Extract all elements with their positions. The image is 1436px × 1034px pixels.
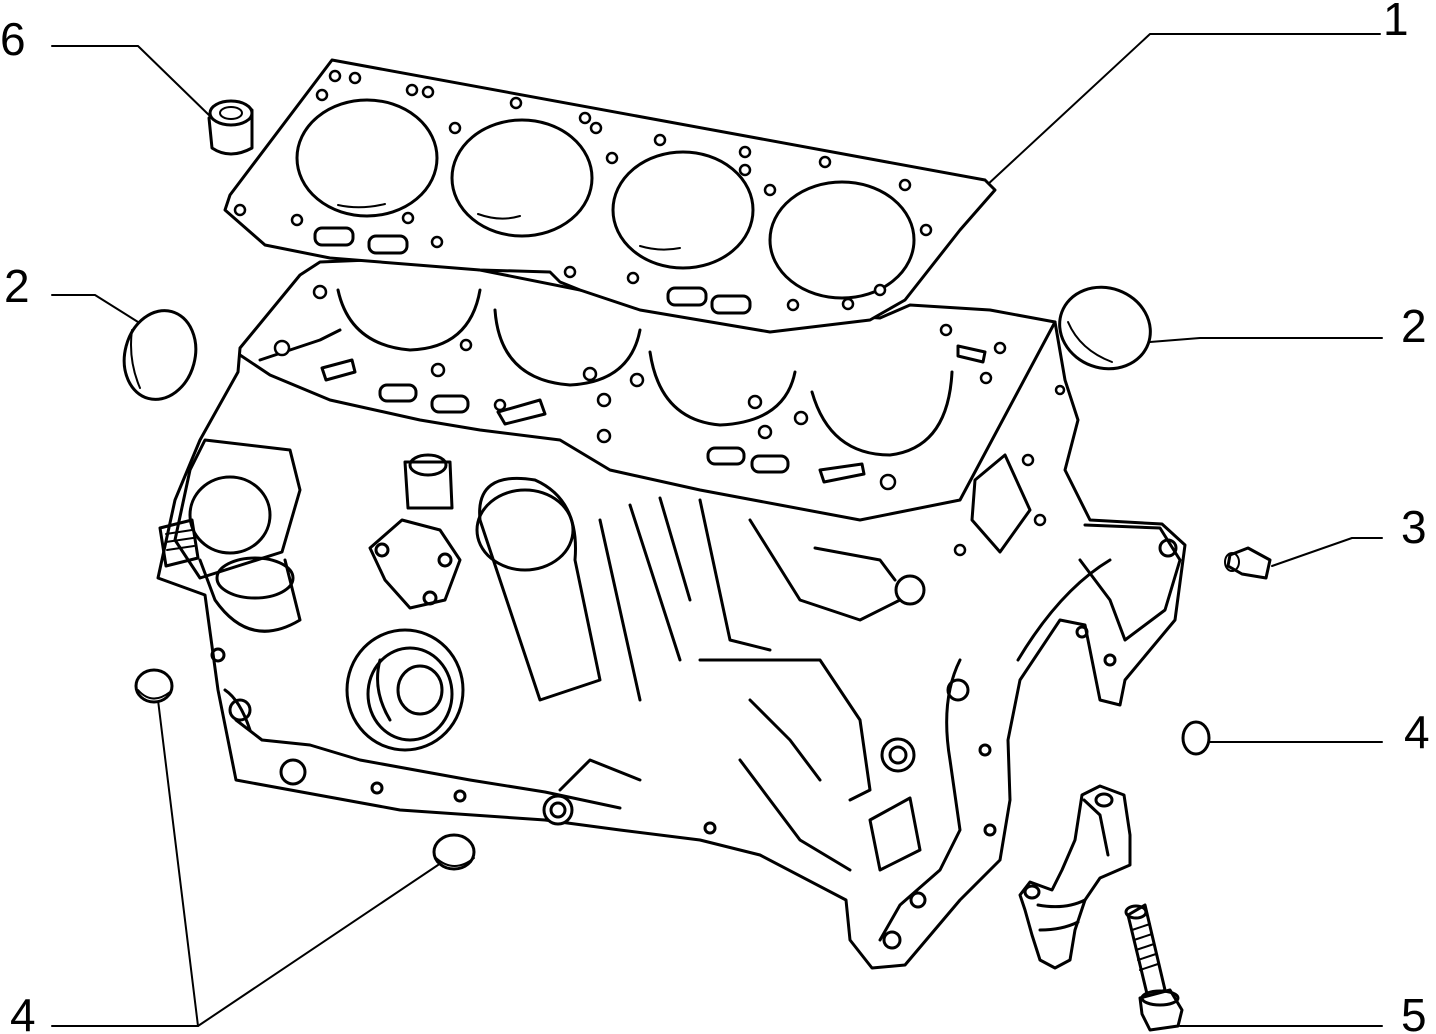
callout-5: 5 (1179, 989, 1427, 1034)
deck-bolt-holes (273, 284, 1066, 557)
callout-4-right: 4 (1209, 706, 1430, 758)
gasket-bolt-holes (233, 69, 933, 312)
callout-2-left: 2 (4, 260, 139, 323)
callout-label-2-right: 2 (1401, 300, 1427, 352)
leader-line-4-bottom-b (157, 699, 199, 1027)
small-plug-left-part-4 (134, 668, 174, 704)
leader-line-1 (985, 33, 1381, 187)
engine-block (156, 256, 1187, 970)
callout-1: 1 (985, 0, 1409, 187)
seal-plug-right-part-2 (1058, 285, 1152, 371)
leader-line-6 (51, 45, 213, 119)
callout-label-4-bottom: 4 (10, 989, 36, 1034)
callout-4-bottom: 4 (10, 699, 439, 1034)
callout-label-3: 3 (1401, 501, 1427, 553)
callout-2-right: 2 (1149, 300, 1427, 352)
bushing-part-6 (207, 99, 254, 156)
callout-label-2-left: 2 (4, 260, 30, 312)
callout-6: 6 (0, 13, 213, 119)
leader-line-4-bottom-a (51, 864, 439, 1027)
callout-label-5: 5 (1401, 989, 1427, 1034)
seal-plug-left-part-2 (122, 309, 198, 401)
callout-label-1: 1 (1383, 0, 1409, 45)
dowel-part-3 (1224, 546, 1272, 580)
leader-line-2-right (1149, 337, 1383, 343)
callout-label-6: 6 (0, 13, 26, 65)
callout-label-4-right: 4 (1404, 706, 1430, 758)
small-plug-right-part-4 (1181, 720, 1211, 756)
bolt-part-5 (1124, 903, 1184, 1032)
main-bearing-cap (1018, 784, 1132, 970)
head-gasket-part-1 (223, 58, 997, 334)
callout-3: 3 (1271, 501, 1427, 567)
leader-line-2-left (51, 294, 139, 323)
leader-line-3 (1271, 537, 1383, 567)
small-plug-bottom-part-4 (432, 833, 476, 871)
